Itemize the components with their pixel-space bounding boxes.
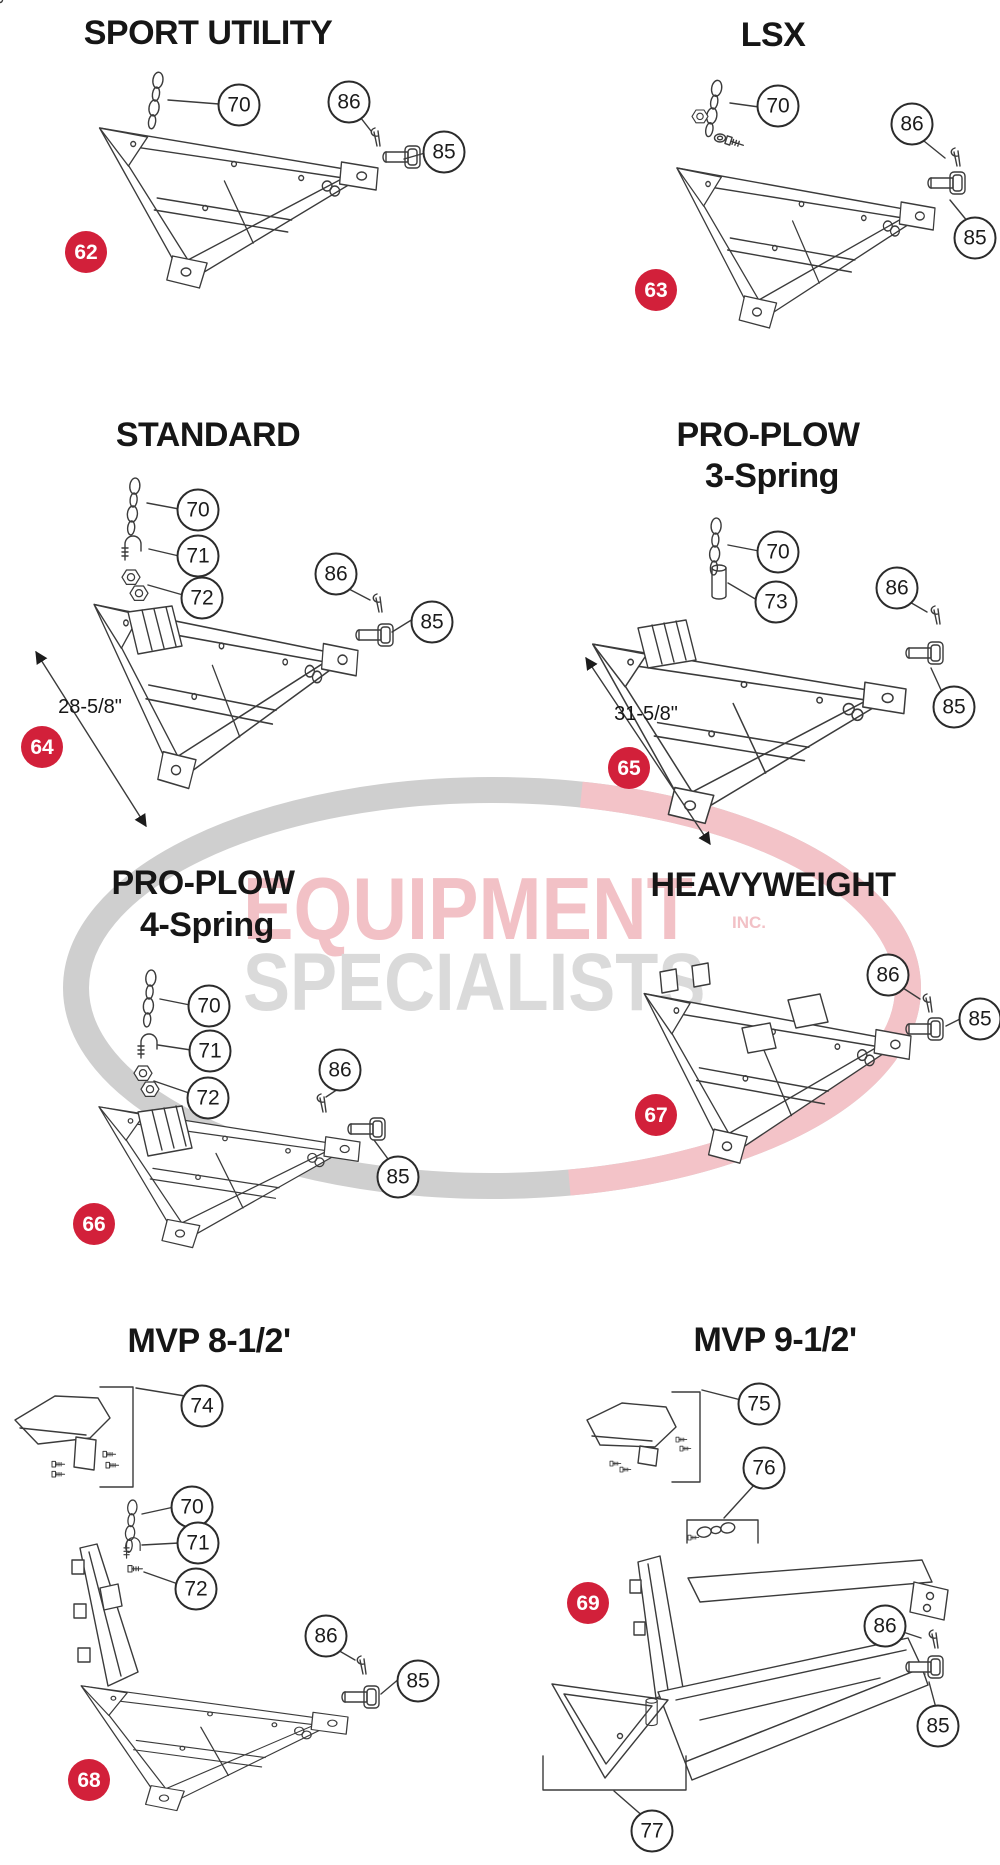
section-title-pro-plow-3-line2: 3-Spring: [705, 457, 839, 495]
item-badge-67: 67: [635, 1094, 677, 1136]
pro-plow-3-callout-85: 85: [932, 685, 976, 729]
section-title-sport-utility: SPORT UTILITY: [83, 14, 333, 52]
mvp-9-5-callout-85: 85: [916, 1704, 960, 1748]
pro-plow-4-callout-85: 85: [376, 1155, 420, 1199]
standard-callout-85: 85: [410, 600, 454, 644]
mvp-9-5-callout-75: 75: [737, 1382, 781, 1426]
section-title-lsx: LSX: [740, 16, 806, 54]
section-title-heavyweight: HEAVYWEIGHT: [650, 866, 896, 904]
lsx-callout-70: 70: [756, 84, 800, 128]
standard-callout-72: 72: [180, 576, 224, 620]
mvp-8-5-callout-70: 70: [170, 1485, 214, 1529]
heavyweight-callout-85: 85: [958, 997, 1000, 1041]
watermark-word-specialists: SPECIALISTS: [243, 937, 706, 1028]
section-title-pro-plow-3-line1: PRO-PLOW: [676, 416, 860, 454]
heavyweight-callout-86: 86: [866, 953, 910, 997]
mvp-8-5-callout-85: 85: [396, 1659, 440, 1703]
dimension-label-pro-plow-3: 31-5/8": [614, 703, 678, 725]
pro-plow-4-callout-86: 86: [318, 1048, 362, 1092]
item-badge-64: 64: [21, 726, 63, 768]
lsx-callout-85: 85: [953, 216, 997, 260]
pro-plow-3-callout-73: 73: [754, 580, 798, 624]
sport-utility-diagram: [98, 70, 426, 289]
item-badge-62: 62: [65, 231, 107, 273]
watermark-word-inc: INC.: [732, 913, 766, 932]
item-badge-66: 66: [73, 1203, 115, 1245]
section-title-mvp-9-5: MVP 9-1/2': [693, 1321, 857, 1359]
standard-callout-71: 71: [176, 534, 220, 578]
mvp-9-5-diagram: [0, 0, 949, 1819]
mvp-9-5-callout-86: 86: [863, 1604, 907, 1648]
item-badge-65: 65: [608, 747, 650, 789]
item-badge-69: 69: [567, 1582, 609, 1624]
mvp-8-5-callout-72: 72: [174, 1567, 218, 1611]
mvp-8-5-callout-86: 86: [304, 1614, 348, 1658]
item-badge-63: 63: [635, 269, 677, 311]
mvp-8-5-diagram: [14, 1386, 401, 1812]
section-title-pro-plow-4-line1: PRO-PLOW: [111, 864, 295, 902]
sport-utility-callout-70: 70: [217, 83, 261, 127]
pro-plow-4-callout-71: 71: [188, 1029, 232, 1073]
mvp-9-5-callout-76: 76: [742, 1446, 786, 1490]
mvp-9-5-callout-77: 77: [630, 1809, 674, 1853]
pro-plow-4-callout-72: 72: [186, 1076, 230, 1120]
sport-utility-callout-86: 86: [327, 80, 371, 124]
dimension-label-standard: 28-5/8": [58, 696, 122, 718]
standard-diagram: [35, 476, 414, 828]
section-title-standard: STANDARD: [115, 416, 301, 454]
mvp-8-5-callout-71: 71: [176, 1521, 220, 1565]
pro-plow-3-callout-70: 70: [756, 530, 800, 574]
mvp-8-5-callout-74: 74: [180, 1384, 224, 1428]
item-badge-68: 68: [68, 1759, 110, 1801]
pro-plow-4-callout-70: 70: [187, 984, 231, 1028]
pro-plow-3-callout-86: 86: [875, 566, 919, 610]
section-title-pro-plow-4-line2: 4-Spring: [140, 906, 274, 944]
standard-callout-70: 70: [176, 488, 220, 532]
standard-callout-86: 86: [314, 552, 358, 596]
lsx-callout-86: 86: [890, 102, 934, 146]
sport-utility-callout-85: 85: [422, 130, 466, 174]
section-title-mvp-8-5: MVP 8-1/2': [127, 1322, 291, 1360]
heavyweight-diagram: [643, 962, 961, 1164]
watermark-word-equipment: EQUIPMENT: [243, 859, 693, 958]
pro-plow-3-spring-diagram: [585, 517, 944, 846]
pro-plow-4-spring-diagram: [98, 968, 392, 1249]
